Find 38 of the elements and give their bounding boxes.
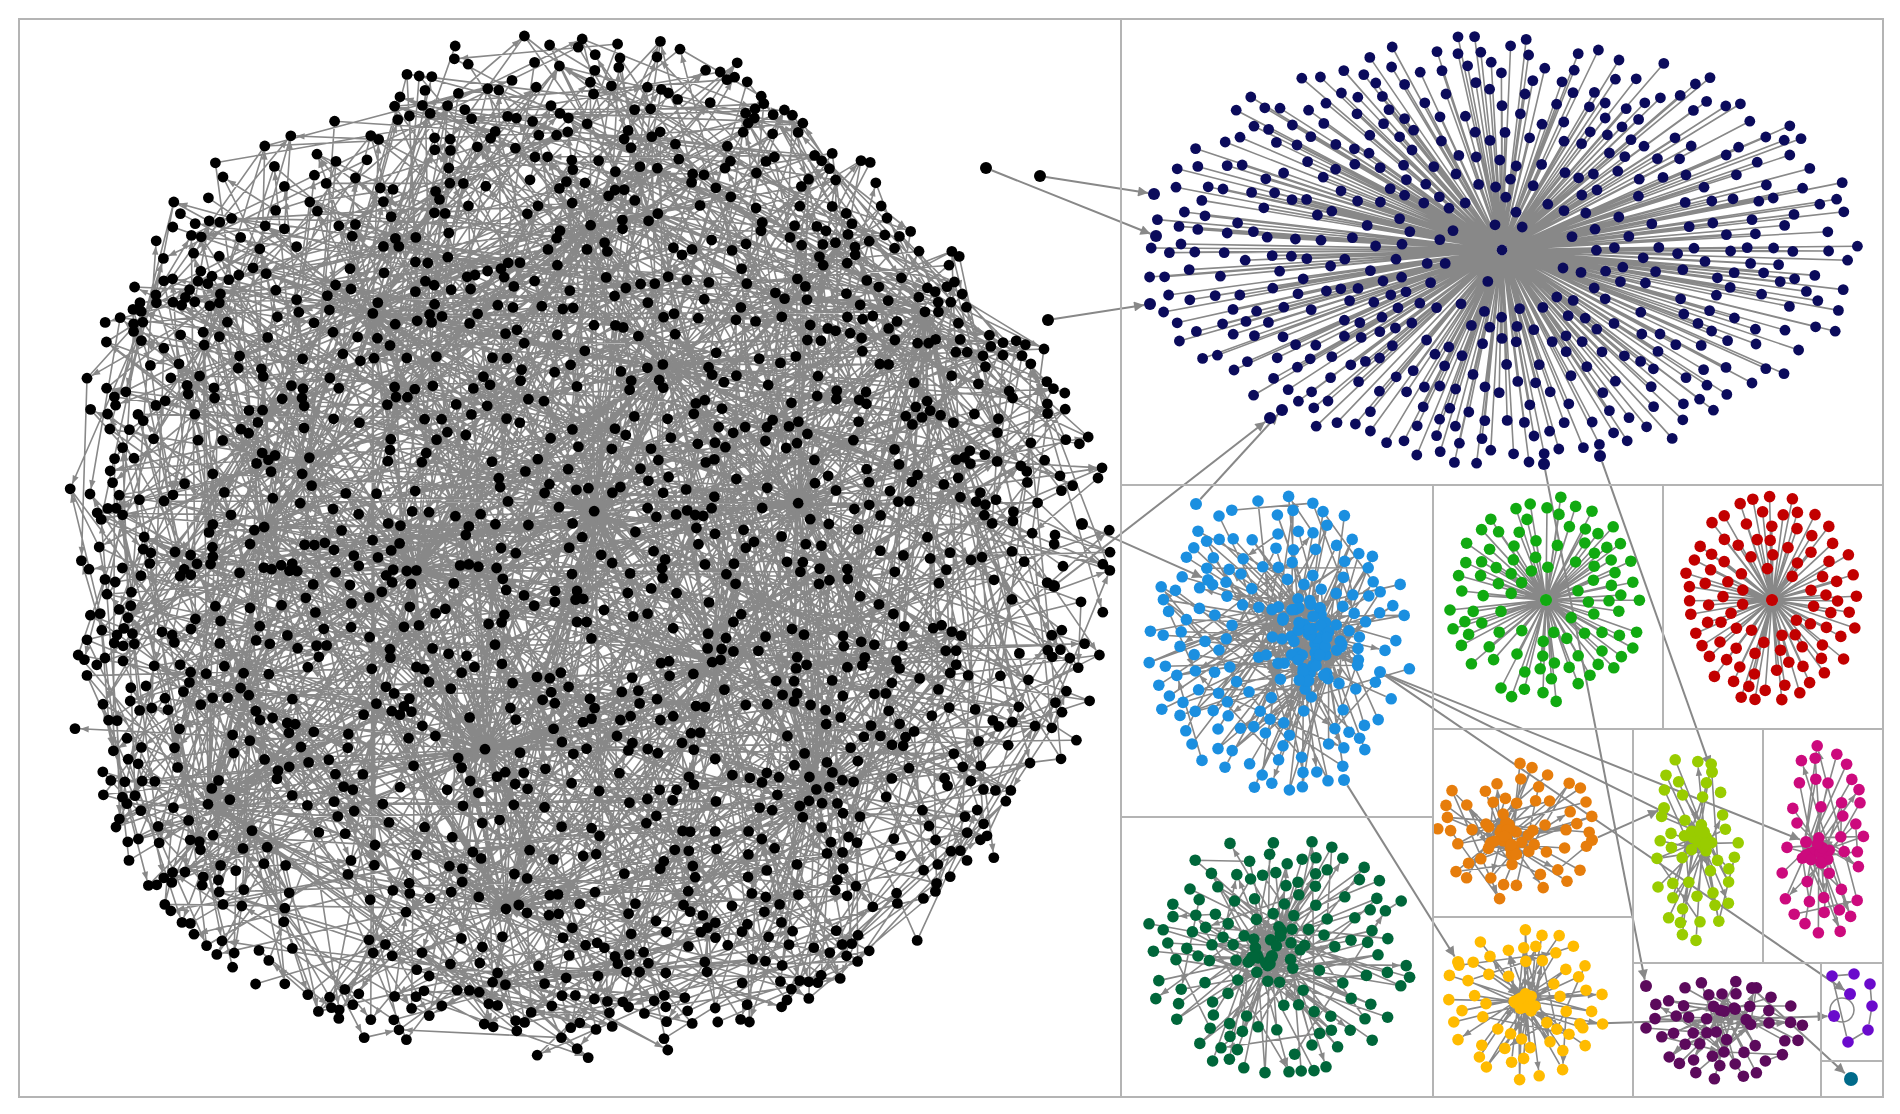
network-edge [1384, 674, 1846, 992]
network-edge [1044, 175, 1150, 197]
node-dot [1144, 298, 1156, 310]
network-edge [1585, 1011, 1829, 1025]
node-dot [1148, 188, 1160, 200]
node-dot [1034, 170, 1046, 182]
network-edge [1384, 673, 1802, 841]
network-edge [1544, 468, 1648, 981]
node-dot [1276, 404, 1288, 416]
network-edge [1052, 301, 1146, 321]
node-dot [1373, 665, 1387, 679]
node-dot [1573, 1017, 1587, 1031]
node-dot [1843, 987, 1857, 1001]
network-edge [1057, 420, 1267, 584]
node-dot [1048, 580, 1060, 592]
node-dot [1538, 458, 1550, 470]
network-edge [1346, 784, 1456, 958]
node-dot [1451, 955, 1465, 969]
node-dot [1189, 497, 1203, 511]
network-edge [1755, 991, 1846, 1075]
node-dot [1042, 314, 1054, 326]
network-edge [1199, 413, 1279, 501]
cluster-panel [1820, 1060, 1884, 1098]
node-dot [1150, 230, 1162, 242]
node-dot [1843, 1071, 1857, 1085]
node-dot [1639, 979, 1653, 993]
node-dot [1745, 981, 1759, 995]
node-dot [1594, 450, 1606, 462]
cluster-panel [1820, 962, 1884, 1062]
node-dot [980, 162, 992, 174]
node-dot [1264, 412, 1276, 424]
node-dot [1337, 773, 1351, 787]
network-edge [1596, 809, 1660, 839]
network-edge [990, 169, 1152, 235]
network-edge [1384, 673, 1700, 831]
network-edge [1601, 460, 1712, 767]
network-edge [1086, 525, 1204, 579]
node-dot [1076, 518, 1088, 530]
